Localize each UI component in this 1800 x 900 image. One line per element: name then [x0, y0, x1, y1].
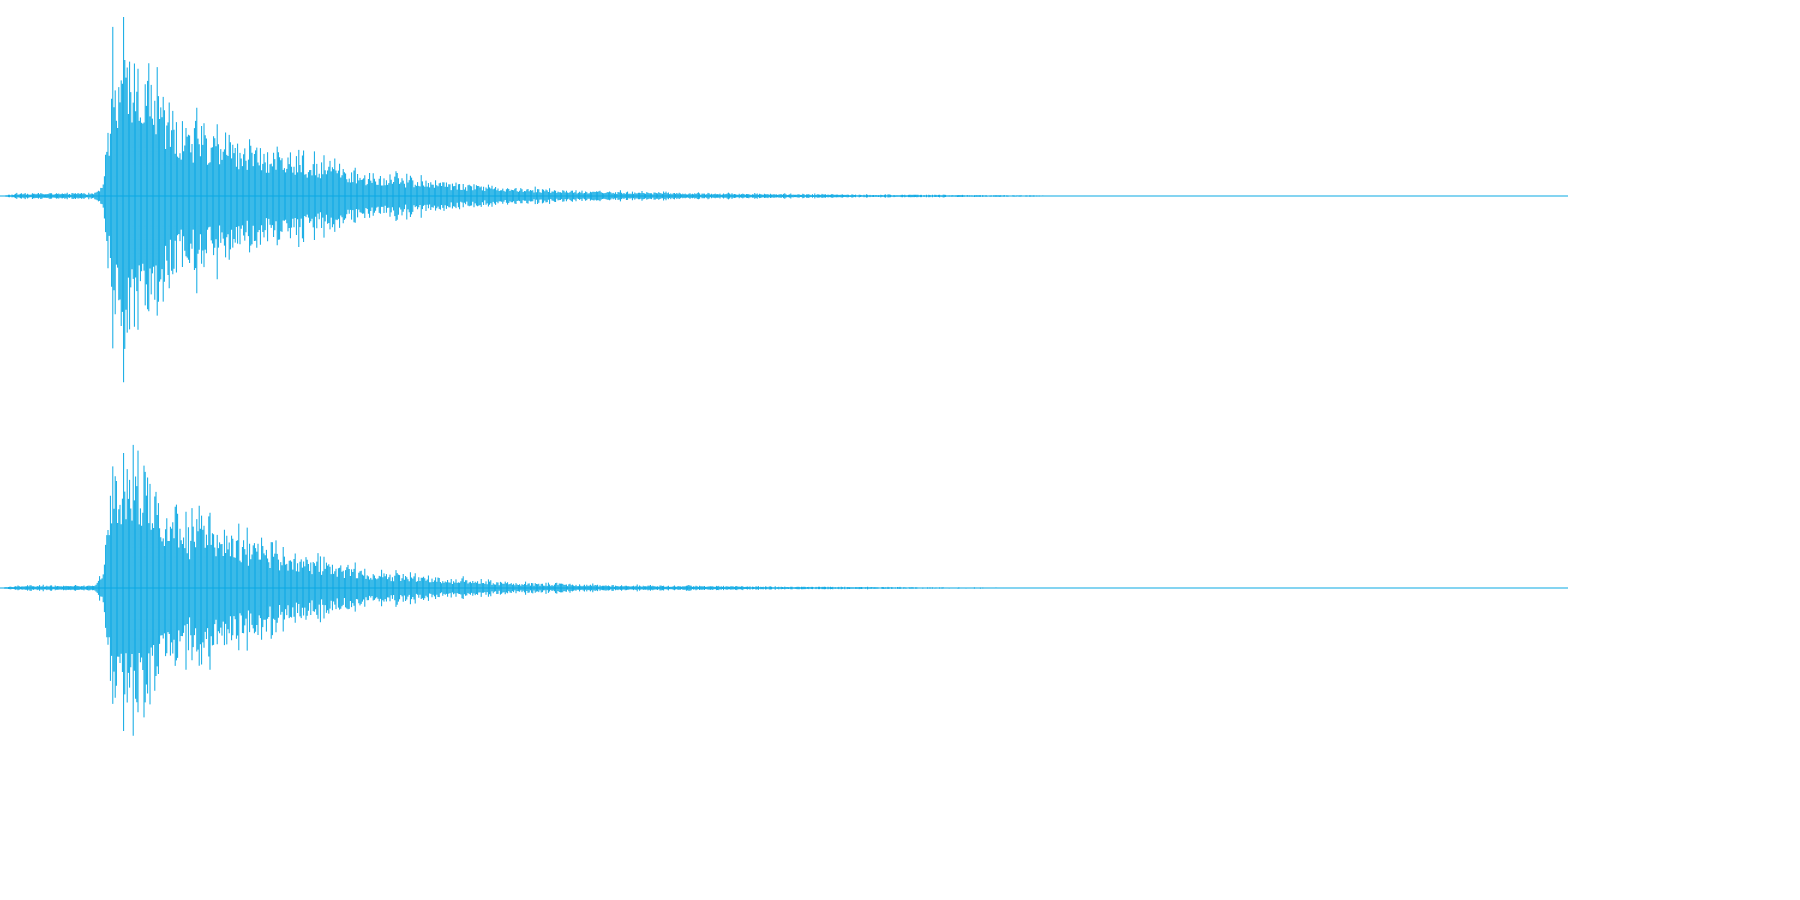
channel-1-waveform-trace — [0, 17, 1094, 383]
channel-2-waveform-trace — [0, 444, 1089, 736]
channel-1 — [0, 17, 1568, 383]
channel-1-waveform — [0, 17, 1094, 383]
channel-2-waveform — [0, 444, 1089, 736]
channel-2 — [0, 444, 1568, 736]
